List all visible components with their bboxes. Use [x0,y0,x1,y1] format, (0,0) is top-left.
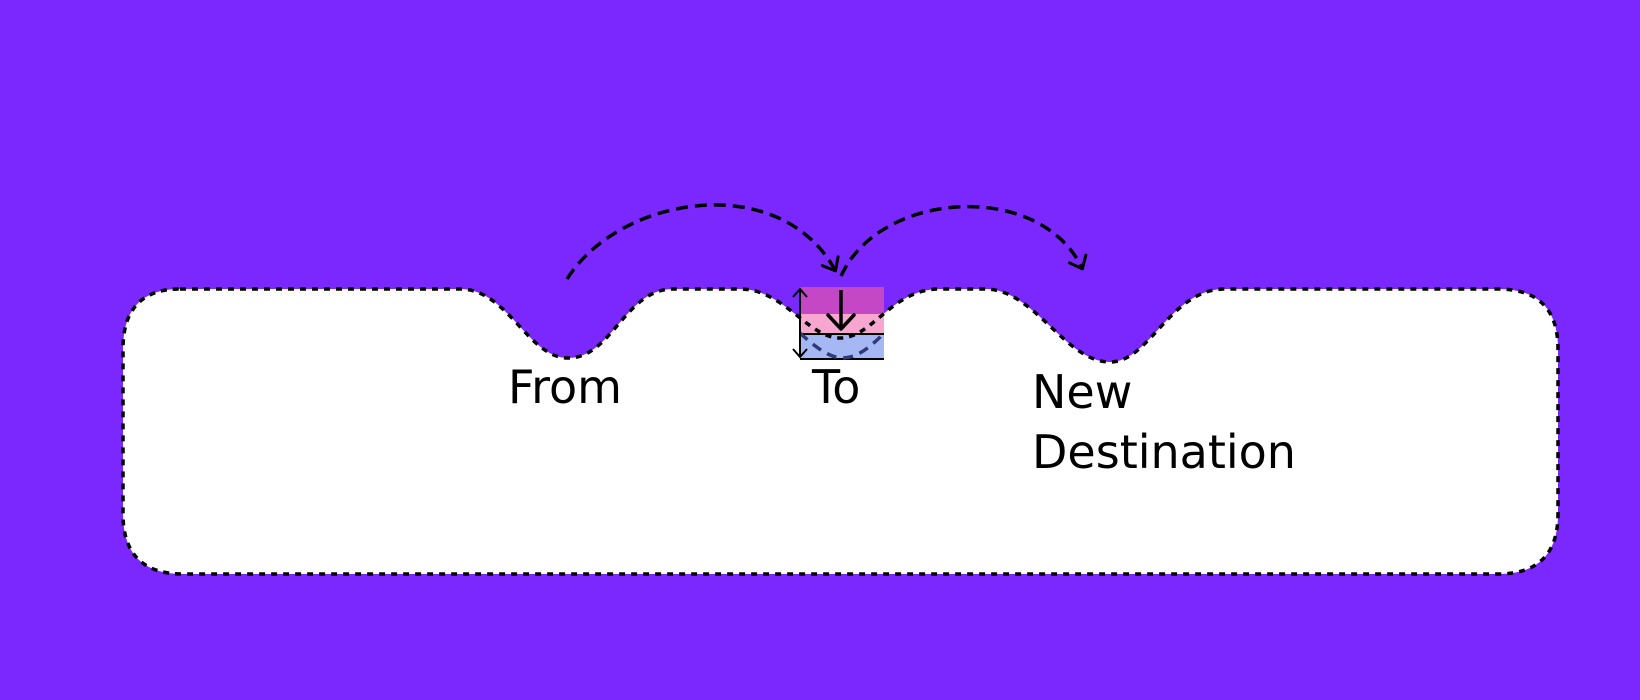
label-new-line1: New [1032,365,1133,419]
label-to: To [812,360,861,414]
label-from: From [508,360,622,414]
dashed-curved-arrow-from-to [565,203,840,280]
bar-shape [123,289,1558,574]
label-new-destination: New Destination [1032,362,1296,482]
dashed-curved-arrow-to-new [839,204,1088,277]
label-new-line2: Destination [1032,425,1296,479]
destination-notch-outline [798,331,886,360]
double-headed-vertical-arrow [792,287,808,359]
arrow-down-icon [826,290,856,331]
